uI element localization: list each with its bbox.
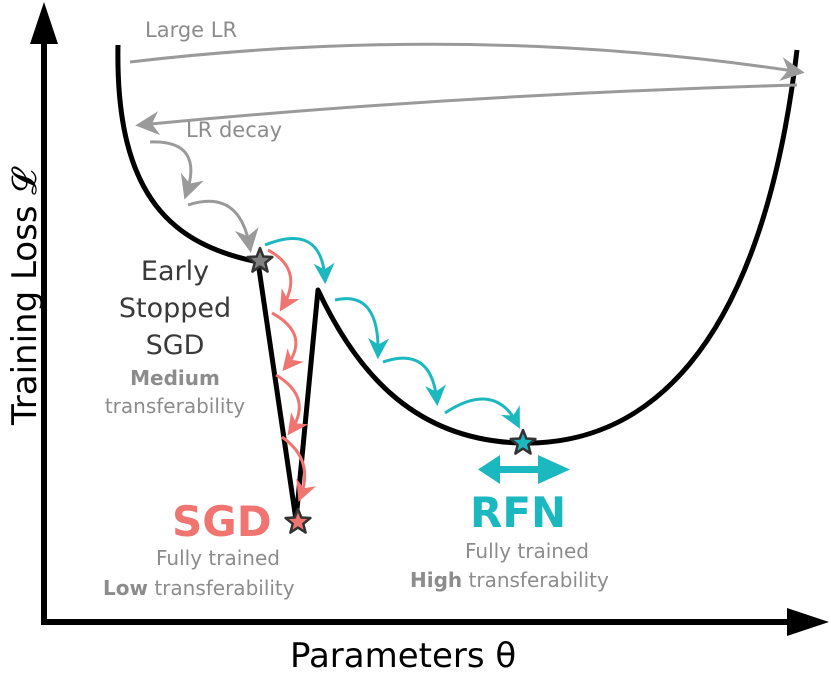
lr-decay-label: LR decay [186, 118, 283, 142]
rfn-suffix: transferability [462, 568, 609, 592]
rfn-transferability: High transferability [410, 568, 609, 592]
sgd-transferability: Low transferability [103, 576, 295, 600]
early-stop-star-icon [246, 246, 274, 273]
axes [30, 2, 829, 636]
sgd-hops [267, 248, 316, 502]
large-lr-arrow-left [135, 83, 798, 136]
loss-curve [115, 44, 800, 523]
rfn-level: High [410, 568, 463, 592]
rfn-title: RFN [470, 488, 567, 537]
sgd-status: Fully trained [156, 546, 280, 570]
sgd-level: Low [103, 576, 148, 600]
early-stopped-suffix: transferability [104, 394, 246, 418]
rfn-hop-1 [264, 236, 335, 285]
early-stopped-line1: Early [140, 256, 210, 287]
early-stopped-line2: Stopped [118, 293, 232, 324]
large-lr-arrows [129, 42, 805, 136]
y-axis-title: Training Loss 𝓛 [5, 169, 45, 425]
large-lr-label: Large LR [145, 18, 238, 42]
early-stopped-line3: SGD [145, 330, 205, 361]
rfn-hop-4 [444, 397, 520, 429]
rfn-hop-2 [334, 297, 390, 360]
x-axis-arrowhead [787, 608, 829, 636]
sgd-hop-4 [281, 435, 316, 502]
rfn-star-icon [509, 428, 537, 455]
lr-decay-hops [149, 140, 259, 253]
rfn-width-arrow [478, 455, 570, 484]
sgd-hop-3 [275, 373, 309, 436]
x-axis-title: Parameters θ [290, 636, 517, 676]
large-lr-arrow-right [129, 42, 805, 81]
rfn-hops [264, 236, 520, 429]
sgd-star-icon [284, 507, 312, 534]
rfn-hop-3 [382, 356, 446, 407]
sgd-hop-1 [267, 248, 300, 312]
sgd-hop-2 [271, 311, 304, 372]
sgd-title: SGD [172, 497, 272, 546]
sgd-suffix: transferability [147, 576, 295, 600]
early-stopped-level: Medium [130, 366, 220, 390]
early-stopped-block: Early Stopped SGD Medium transferability [90, 253, 260, 420]
lr-decay-hop-2 [187, 199, 259, 253]
rfn-status: Fully trained [465, 539, 589, 563]
lr-decay-hop-1 [149, 140, 204, 200]
y-axis-arrowhead [30, 2, 58, 44]
